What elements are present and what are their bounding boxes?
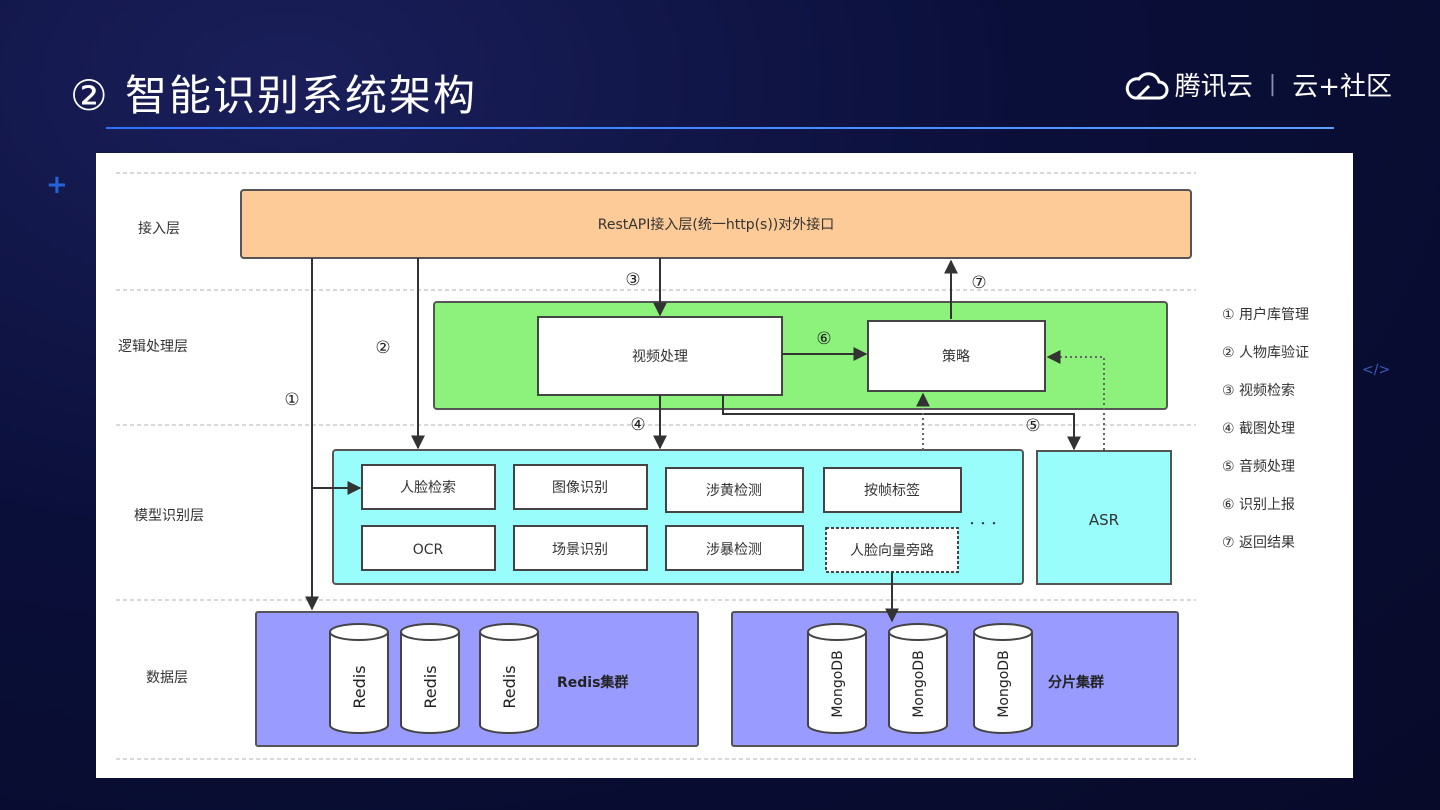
mongo-cluster-box <box>731 611 1179 747</box>
model-box-label-face-search: 人脸检索 <box>400 479 456 496</box>
model-box-label-image-recog: 图像识别 <box>552 480 608 496</box>
api-box-label: RestAPI接入层(统一http(s))对外接口 <box>598 216 835 233</box>
mongo-node-1: MongoDB <box>807 623 867 734</box>
legend-item-6: ⑥ 识别上报 <box>1222 497 1295 513</box>
legend-item-1: ① 用户库管理 <box>1222 306 1309 323</box>
mongo-node-label-2: MongoDB <box>911 650 927 717</box>
mongo-node-3: MongoDB <box>973 623 1033 734</box>
model-box-violence-detect <box>665 525 804 571</box>
flow-arrows <box>305 258 1081 623</box>
brand-separator: | <box>1268 72 1277 97</box>
model-ellipsis: ・・・ <box>967 517 1000 530</box>
legend-item-3: ③ 视频检索 <box>1222 382 1295 399</box>
redis-node-1: Redis <box>329 623 389 734</box>
asr-label: ASR <box>1089 511 1119 529</box>
title-underline <box>106 127 1334 129</box>
step-marker-3: ③ <box>625 270 640 290</box>
step-marker-5: ⑤ <box>1025 416 1040 436</box>
brand: 腾讯云 | 云+社区 <box>1123 66 1392 103</box>
model-box-image-recog <box>513 464 648 510</box>
model-boxes: 人脸检索 图像识别 涉黄检测 按帧标签 OCR 场景识别 涉暴检测 人脸向量旁路 <box>361 464 962 573</box>
redis-node-3: Redis <box>479 623 539 734</box>
strategy-box <box>867 320 1046 392</box>
model-box-label-face-vector: 人脸向量旁路 <box>850 542 934 559</box>
model-box-label-porn-detect: 涉黄检测 <box>706 482 762 499</box>
model-box-ocr <box>361 525 496 571</box>
legend-item-4: ④ 截图处理 <box>1222 421 1295 437</box>
architecture-diagram: 接入层 逻辑处理层 模型识别层 数据层 RestAPI接入层(统一http(s)… <box>96 153 1353 778</box>
mongo-node-label-3: MongoDB <box>996 650 1012 717</box>
model-box-face-search <box>361 464 496 510</box>
model-box-porn-detect <box>665 467 804 513</box>
model-box-face-vector <box>825 527 959 573</box>
redis-cluster-box <box>255 611 699 747</box>
cloud-logo-icon <box>1125 71 1169 99</box>
model-box-label-ocr: OCR <box>413 542 444 558</box>
mongo-node-label-1: MongoDB <box>830 650 846 717</box>
asr-box <box>1036 450 1172 585</box>
model-box-scene-recog <box>513 525 648 571</box>
layer-label-access: 接入层 <box>138 220 180 237</box>
step-marker-6: ⑥ <box>816 329 831 349</box>
redis-node-label-1: Redis <box>350 665 369 708</box>
redis-node-label-2: Redis <box>421 665 440 708</box>
brand-name: 腾讯云 <box>1174 72 1253 102</box>
code-deco-icon: </> <box>1362 362 1391 378</box>
legend-item-2: ② 人物库验证 <box>1222 345 1309 361</box>
legend-item-5: ⑤ 音频处理 <box>1222 458 1295 475</box>
redis-node-label-3: Redis <box>500 665 519 708</box>
model-box-label-violence-detect: 涉暴检测 <box>706 542 762 558</box>
layer-label-logic: 逻辑处理层 <box>118 339 188 355</box>
model-box-frame-tag <box>823 467 962 513</box>
step-marker-7: ⑦ <box>971 273 986 293</box>
dotted-arrows <box>916 350 1105 450</box>
redis-cluster-label: Redis集群 <box>557 674 628 691</box>
layer-label-data: 数据层 <box>146 670 188 686</box>
layer-label-model: 模型识别层 <box>134 508 204 524</box>
api-box <box>240 189 1192 259</box>
model-box-label-frame-tag: 按帧标签 <box>864 482 920 499</box>
legend: ① 用户库管理 ② 人物库验证 ③ 视频检索 ④ 截图处理 ⑤ 音频处理 ⑥ 识… <box>1222 306 1309 551</box>
step-marker-2: ② <box>375 338 390 358</box>
video-processing-label: 视频处理 <box>632 349 688 365</box>
redis-node-2: Redis <box>400 623 460 734</box>
slide-title: ② 智能识别系统架构 <box>70 71 478 120</box>
step-marker-4: ④ <box>630 415 645 435</box>
legend-item-7: ⑦ 返回结果 <box>1222 535 1295 551</box>
step-marker-1: ① <box>284 390 299 410</box>
brand-sub: 云+社区 <box>1292 72 1392 102</box>
layer-separators <box>116 172 1196 760</box>
model-box-label-scene-recog: 场景识别 <box>552 542 608 558</box>
strategy-label: 策略 <box>942 348 970 365</box>
mongo-cluster-label: 分片集群 <box>1048 674 1104 691</box>
plus-deco-icon: + <box>46 170 68 200</box>
mongo-node-2: MongoDB <box>888 623 948 734</box>
